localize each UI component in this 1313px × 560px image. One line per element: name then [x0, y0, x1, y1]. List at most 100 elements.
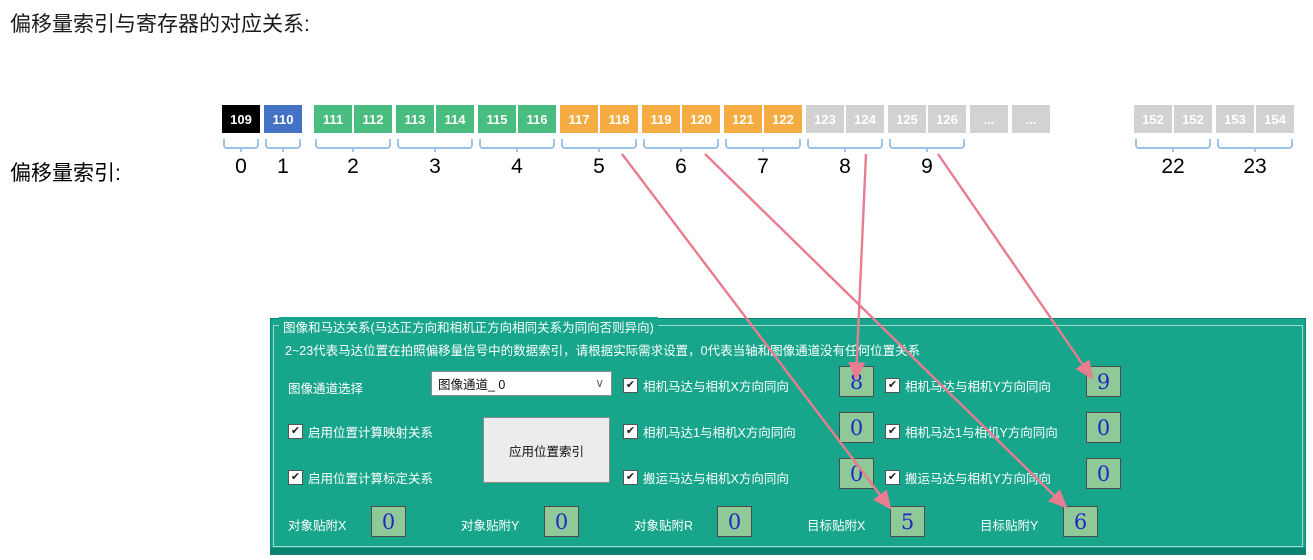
checkbox[interactable]: ✔	[885, 470, 900, 485]
register-cell: 120	[682, 105, 720, 133]
register-cell: 115	[478, 105, 516, 133]
register-cell: 111	[314, 105, 352, 133]
motor-x-index-field[interactable]: 0	[839, 412, 874, 443]
motor-x-index-field[interactable]: 8	[839, 366, 874, 397]
offset-index-axis-label: 偏移量索引:	[10, 162, 121, 185]
checkbox[interactable]: ✔	[623, 470, 638, 485]
checkbox[interactable]: ✔	[885, 424, 900, 439]
register-cell: 116	[518, 105, 556, 133]
register-cell: 152	[1134, 105, 1172, 133]
checkbox-label: 启用位置计算标定关系	[308, 472, 434, 486]
register-cell: 114	[436, 105, 474, 133]
checkbox[interactable]: ✔	[623, 378, 638, 393]
group-bracket	[397, 139, 473, 149]
motor-x-direction-checkbox[interactable]: ✔相机马达与相机X方向同向	[623, 376, 789, 395]
check-icon: ✔	[290, 425, 301, 437]
group-bracket	[1135, 139, 1211, 149]
group-bracket	[725, 139, 801, 149]
offset-index-label: 4	[511, 155, 523, 178]
page-title: 偏移量索引与寄存器的对应关系:	[10, 13, 310, 36]
register-cell: 126	[928, 105, 966, 133]
register-cell: 124	[846, 105, 884, 133]
image-channel-select[interactable]: 图像通道_ 0 ∨	[431, 371, 612, 396]
offset-index-label: 22	[1161, 155, 1185, 178]
register-cell: 154	[1256, 105, 1294, 133]
motor-y-direction-checkbox[interactable]: ✔ 相机马达1与相机Y方向同向	[885, 422, 1058, 441]
attach-value-field[interactable]: 0	[544, 506, 579, 537]
offset-index-label: 0	[235, 155, 247, 178]
checkbox-label: 相机马达与相机Y方向同向	[905, 380, 1051, 394]
register-cell: 122	[764, 105, 802, 133]
group-bracket	[807, 139, 883, 149]
checkbox-label: 相机马达1与相机Y方向同向	[905, 426, 1058, 440]
enable-position-checkbox[interactable]: ✔ 启用位置计算标定关系	[288, 468, 433, 487]
check-icon: ✔	[625, 471, 636, 483]
attach-field-label: 对象贴附R	[634, 519, 694, 533]
group-bracket	[561, 139, 637, 149]
group-bracket	[643, 139, 719, 149]
check-icon: ✔	[887, 379, 898, 391]
register-index-group: 109 0	[222, 105, 260, 178]
offset-index-label: 5	[593, 155, 605, 178]
group-bracket	[315, 139, 391, 149]
offset-index-label: 9	[921, 155, 933, 178]
offset-index-label: 2	[347, 155, 359, 178]
group-bracket	[223, 139, 259, 149]
checkbox[interactable]: ✔	[288, 424, 303, 439]
checkbox[interactable]: ✔	[623, 424, 638, 439]
group-bracket	[265, 139, 301, 149]
attach-value-field[interactable]: 0	[717, 506, 752, 537]
register-cell: 153	[1216, 105, 1254, 133]
motor-x-index-field[interactable]: 0	[839, 458, 874, 489]
image-channel-value: 图像通道_ 0	[438, 378, 506, 392]
checkbox[interactable]: ✔	[288, 470, 303, 485]
check-icon: ✔	[887, 425, 898, 437]
checkbox[interactable]: ✔	[885, 378, 900, 393]
motor-y-index-field[interactable]: 9	[1086, 366, 1121, 397]
motor-x-direction-checkbox[interactable]: ✔搬运马达与相机X方向同向	[623, 468, 789, 487]
register-cell: ...	[970, 105, 1008, 133]
register-cell: 121	[724, 105, 762, 133]
motor-y-index-field[interactable]: 0	[1086, 412, 1121, 443]
check-icon: ✔	[290, 471, 301, 483]
image-motor-relation-panel: 图像和马达关系(马达正方向和相机正方向相同关系为同向否则异向) 2~23代表马达…	[270, 317, 1306, 555]
group-bracket	[479, 139, 555, 149]
register-cell: 118	[600, 105, 638, 133]
motor-y-direction-checkbox[interactable]: ✔ 搬运马达与相机Y方向同向	[885, 468, 1051, 487]
offset-index-label: 23	[1243, 155, 1267, 178]
attach-value-field[interactable]: 6	[1063, 506, 1098, 537]
attach-value-field[interactable]: 5	[890, 506, 925, 537]
enable-position-checkbox[interactable]: ✔ 启用位置计算映射关系	[288, 422, 433, 441]
register-cell: 113	[396, 105, 434, 133]
checkbox-label: 启用位置计算映射关系	[308, 426, 434, 440]
groupbox-title: 图像和马达关系(马达正方向和相机正方向相同关系为同向否则异向)	[279, 317, 658, 336]
check-icon: ✔	[625, 425, 636, 437]
attach-field-label: 目标贴附Y	[980, 519, 1039, 533]
register-cell: 119	[642, 105, 680, 133]
motor-y-direction-checkbox[interactable]: ✔ 相机马达与相机Y方向同向	[885, 376, 1051, 395]
motor-x-direction-checkbox[interactable]: ✔相机马达1与相机X方向同向	[623, 422, 796, 441]
check-icon: ✔	[625, 379, 636, 391]
attach-value-field[interactable]: 0	[371, 506, 406, 537]
checkbox-label: 搬运马达与相机Y方向同向	[905, 472, 1051, 486]
register-cell: 117	[560, 105, 598, 133]
register-cell: ...	[1012, 105, 1050, 133]
register-cell: 109	[222, 105, 260, 133]
apply-position-index-button[interactable]: 应用位置索引	[483, 417, 610, 483]
motor-y-index-field[interactable]: 0	[1086, 458, 1121, 489]
attach-field-label: 对象贴附X	[288, 519, 347, 533]
attach-field-label: 对象贴附Y	[461, 519, 520, 533]
register-index-group: ...	[1012, 105, 1050, 133]
offset-index-label: 1	[277, 155, 289, 178]
